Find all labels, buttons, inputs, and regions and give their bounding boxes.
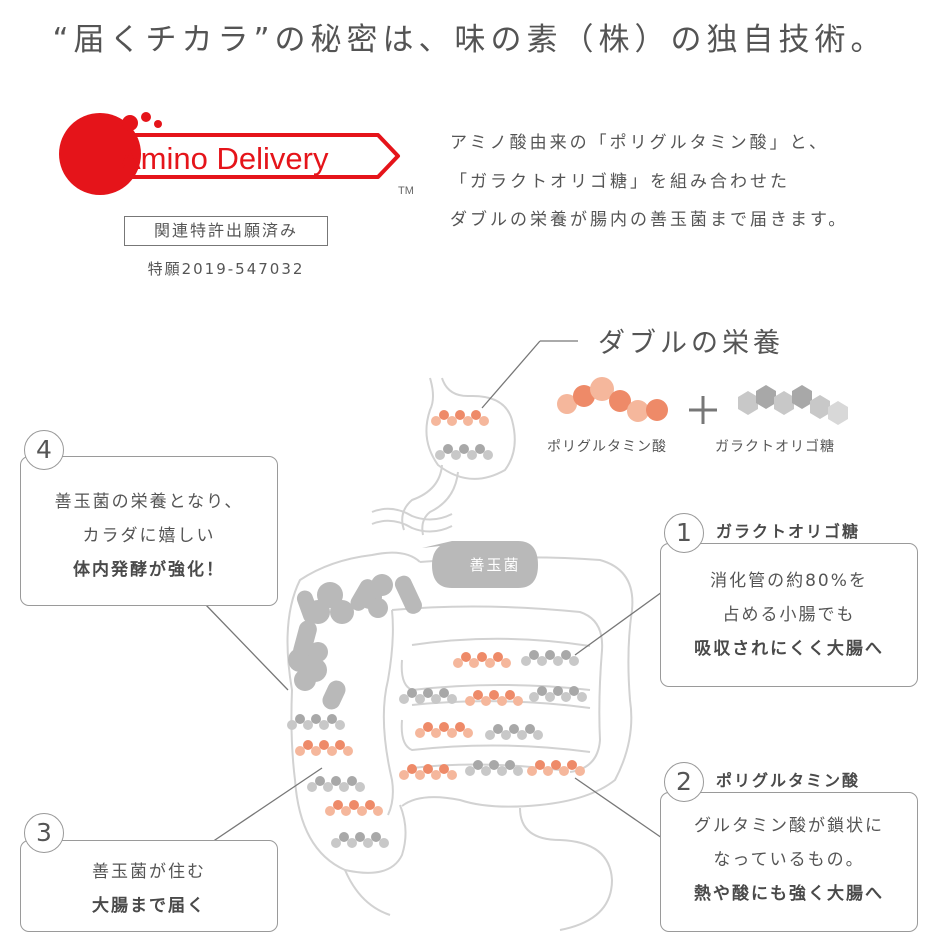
oligosaccharide-hex-icon: [738, 385, 848, 425]
step-1-heading: ガラクトオリゴ糖: [716, 522, 861, 541]
patent-number: 特願2019-547032: [147, 260, 305, 278]
polyglutamic-chain: [399, 764, 457, 780]
step-2-callout: グルタミン酸が鎖状に なっているもの。 熱や酸にも強く大腸へ: [660, 792, 918, 932]
oligosaccharide-chain: [529, 686, 587, 702]
step-3-line-1: 善玉菌が住む: [92, 862, 206, 882]
step-4-line-3: 体内発酵が強化！: [73, 560, 225, 580]
page-title: “届くチカラ”の秘密は、味の素（株）の独自技術。: [52, 22, 887, 58]
step-3-callout: 善玉菌が住む 大腸まで届く: [20, 840, 278, 932]
polyglutamic-chain: [527, 760, 585, 776]
intro-line-3: ダブルの栄養が腸内の善玉菌まで届きます。: [450, 210, 849, 230]
oligosaccharide-chain: [485, 724, 543, 740]
oligosaccharide-chain: [465, 760, 523, 776]
bacteria-label: 善玉菌: [469, 556, 521, 574]
oligosaccharide-chain: [331, 832, 389, 848]
oligosaccharide-chain: [399, 688, 457, 704]
step-4-line-1: 善玉菌の栄養となり、: [54, 492, 244, 512]
step-2-line-3: 熱や酸にも強く大腸へ: [694, 884, 884, 904]
digestive-outline: [286, 377, 634, 931]
logo-tm: TM: [398, 185, 414, 197]
step-4-callout: 善玉菌の栄養となり、 カラダに嬉しい 体内発酵が強化！: [20, 456, 278, 606]
step-2-number: 2: [664, 762, 704, 802]
oligosaccharide-chain: [287, 714, 345, 730]
leader-lines: [204, 340, 663, 843]
polyglutamic-chain: [431, 410, 489, 426]
step-1-line-1: 消化管の約80%を: [710, 571, 868, 591]
intro-line-1: アミノ酸由来の「ポリグルタミン酸」と、: [450, 133, 829, 153]
step-3-line-2: 大腸まで届く: [92, 896, 206, 916]
amino-delivery-logo: Amino Delivery TM: [59, 112, 414, 197]
oligosaccharide-label: ガラクトオリゴ糖: [715, 439, 835, 455]
logo-tiny-circle: [154, 120, 162, 128]
logo-small-circle: [141, 112, 151, 122]
logo-text: Amino Delivery: [120, 141, 329, 176]
polyglutamic-label: ポリグルタミン酸: [547, 439, 667, 455]
double-nutrition-title: ダブルの栄養: [598, 328, 784, 359]
step-1-callout: 消化管の約80%を 占める小腸でも 吸収されにくく大腸へ: [660, 543, 918, 687]
nutrient-chains: [287, 410, 587, 848]
intro-line-2: 「ガラクトオリゴ糖」を組み合わせた: [450, 172, 790, 192]
polyglutamic-chain: [465, 690, 523, 706]
bacteria-shapes: [288, 574, 422, 710]
oligosaccharide-chain: [307, 776, 365, 792]
step-1-line-3: 吸収されにくく大腸へ: [694, 639, 884, 659]
step-2-line-2: なっているもの。: [713, 850, 865, 870]
step-2-line-1: グルタミン酸が鎖状に: [694, 816, 884, 836]
bacteria-bubble: [422, 541, 538, 588]
plus-icon: [689, 396, 717, 424]
step-3-number: 3: [24, 813, 64, 853]
polyglutamic-chain: [415, 722, 473, 738]
logo-mid-circle: [122, 115, 138, 131]
polyglutamic-chain: [325, 800, 383, 816]
step-4-number: 4: [24, 430, 64, 470]
oligosaccharide-chain: [435, 444, 493, 460]
logo-frame: [108, 133, 400, 179]
polyglutamic-chain: [453, 652, 511, 668]
step-1-number: 1: [664, 513, 704, 553]
oligosaccharide-chain: [521, 650, 579, 666]
step-4-line-2: カラダに嬉しい: [82, 526, 216, 546]
polyglutamic-chain-icon: [557, 377, 668, 422]
patent-badge: 関連特許出願済み: [124, 216, 328, 246]
step-2-heading: ポリグルタミン酸: [716, 771, 861, 790]
polyglutamic-chain: [295, 740, 353, 756]
step-1-line-2: 占める小腸でも: [722, 605, 856, 625]
